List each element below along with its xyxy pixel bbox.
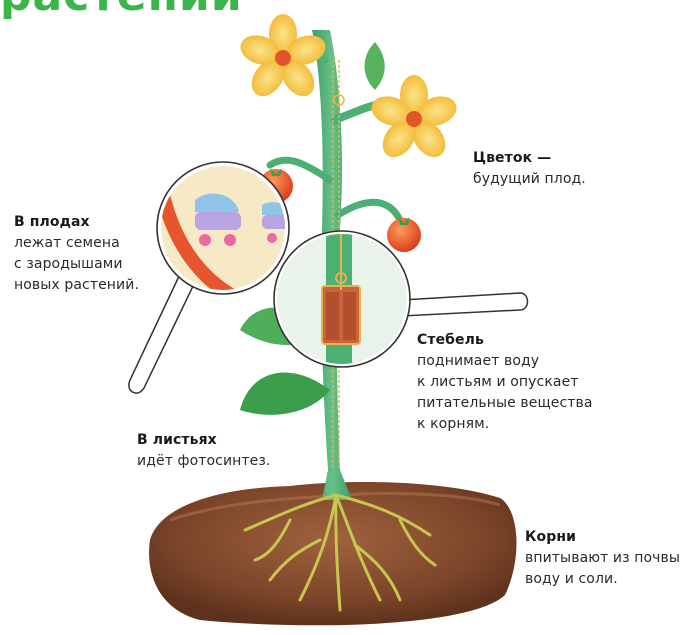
annotation-fruits: В плодах лежат семена с зародышами новых…: [14, 212, 139, 296]
annotation-stem-line: поднимает воду: [417, 351, 593, 372]
magnifier-icon: [129, 162, 292, 393]
flower-icon: [237, 14, 461, 163]
soil-icon: [149, 482, 516, 625]
annotation-flower-line: будущий плод.: [473, 169, 586, 190]
annotation-fruits-line: с зародышами: [14, 254, 139, 275]
annotation-roots-heading: Корни: [525, 527, 680, 548]
annotation-leaves-line: идёт фотосинтез.: [137, 451, 270, 472]
annotation-fruits-line: новых растений.: [14, 275, 139, 296]
annotation-stem-line: к листьям и опускает: [417, 372, 593, 393]
annotation-fruits-heading: В плодах: [14, 212, 139, 233]
annotation-stem-line: питательные вещества: [417, 393, 593, 414]
annotation-flower: Цветок — будущий плод.: [473, 148, 586, 190]
annotation-fruits-line: лежат семена: [14, 233, 139, 254]
annotation-stem-line: к корням.: [417, 414, 593, 435]
annotation-leaves: В листьях идёт фотосинтез.: [137, 430, 270, 472]
annotation-leaves-heading: В листьях: [137, 430, 270, 451]
annotation-stem-heading: Стебель: [417, 330, 593, 351]
annotation-roots: Корни впитывают из почвы воду и соли.: [525, 527, 680, 590]
annotation-flower-heading: Цветок —: [473, 148, 586, 169]
annotation-stem: Стебель поднимает воду к листьям и опуск…: [417, 330, 593, 435]
annotation-roots-line: воду и соли.: [525, 569, 680, 590]
annotation-roots-line: впитывают из почвы: [525, 548, 680, 569]
